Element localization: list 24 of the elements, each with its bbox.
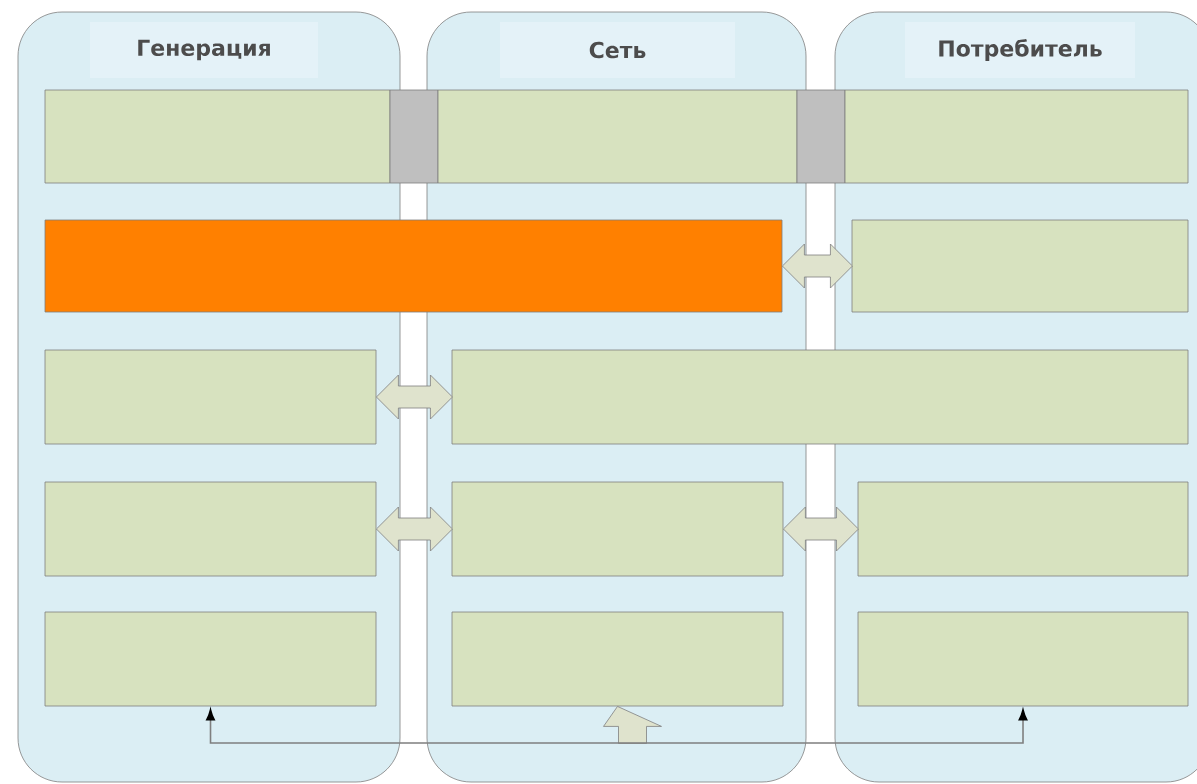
double-block-arrow [783, 506, 859, 552]
connector-block [796, 89, 846, 184]
process-box [451, 349, 1189, 445]
process-box [851, 219, 1189, 313]
column-header: Генерация [90, 22, 318, 78]
arrow [609, 709, 1028, 744]
process-box [844, 89, 1189, 184]
double-block-arrow [782, 243, 853, 289]
process-box [44, 611, 377, 707]
process-box [44, 349, 377, 445]
process-box [44, 481, 377, 577]
double-block-arrow [376, 506, 453, 552]
column-header: Сеть [500, 22, 735, 78]
block-arrow [603, 706, 662, 744]
column-header: Потребитель [905, 22, 1135, 78]
process-box [437, 89, 798, 184]
process-box [451, 611, 784, 707]
double-block-arrow [376, 374, 453, 420]
process-box [857, 481, 1189, 577]
process-box [451, 481, 784, 577]
process-box [44, 89, 391, 184]
connector-block [389, 89, 439, 184]
process-box [857, 611, 1189, 707]
highlighted-box [44, 219, 783, 313]
